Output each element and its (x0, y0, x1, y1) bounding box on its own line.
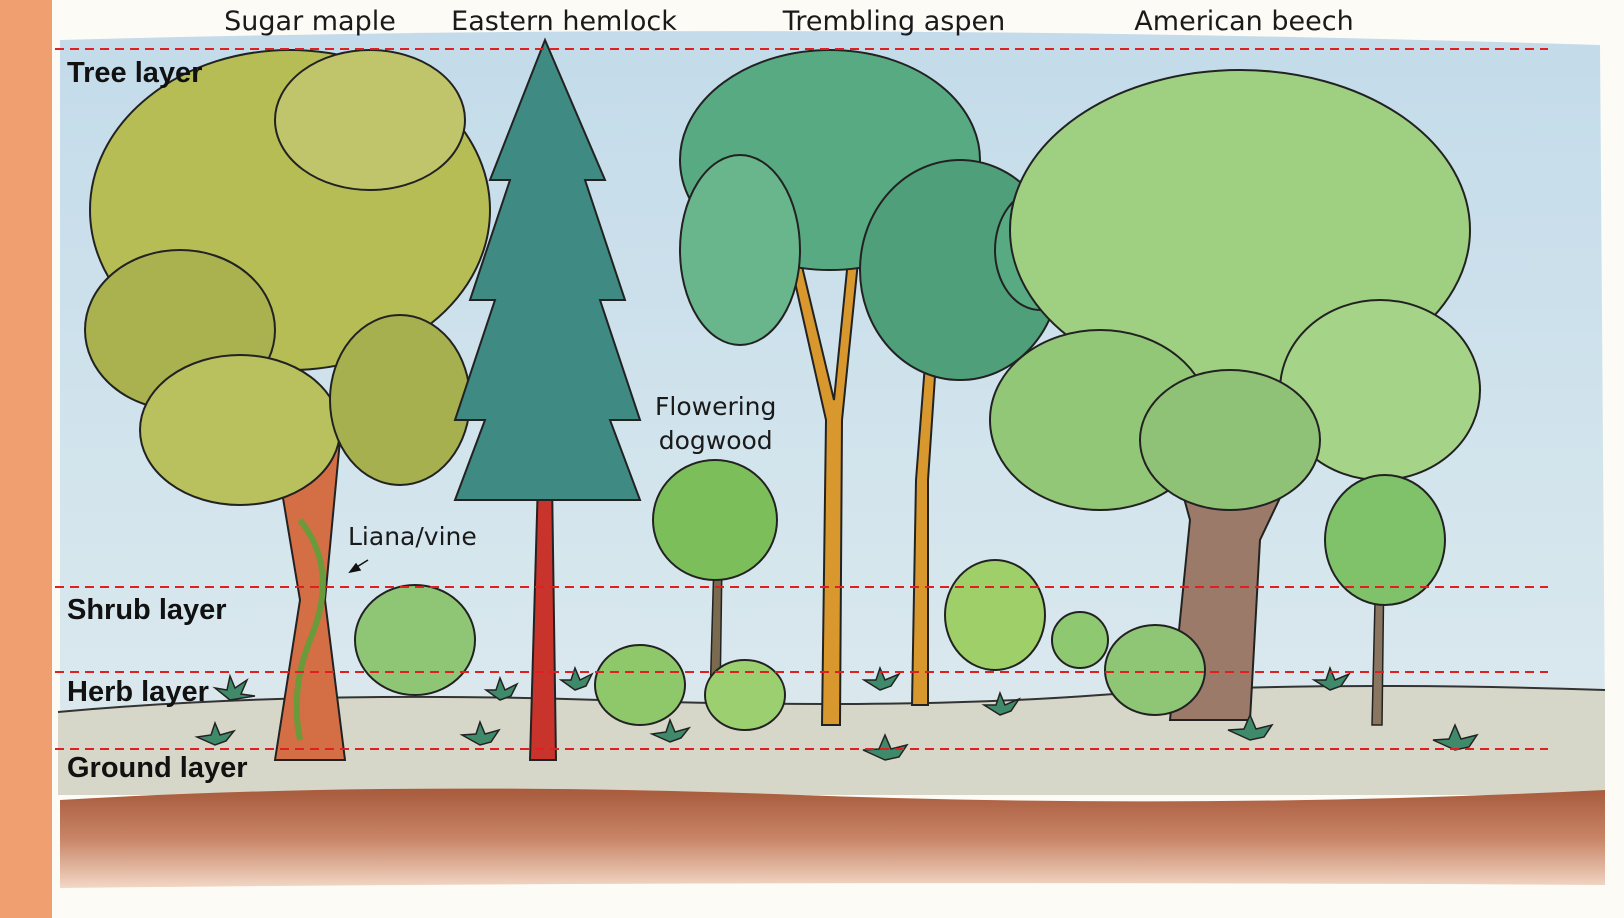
american-beech-crown (1140, 370, 1320, 510)
flowering-dogwood-crown (653, 460, 777, 580)
trembling-aspen-crown (680, 155, 800, 345)
shrub (595, 645, 685, 725)
shrub (1052, 612, 1108, 668)
sugar-maple-crown (275, 50, 465, 190)
tree-layer-label: Tree layer (67, 57, 202, 90)
sugar-maple-label: Sugar maple (224, 6, 396, 37)
shrub (1105, 625, 1205, 715)
flowering-dogwood-label-line2: dogwood (655, 424, 776, 458)
soil (60, 789, 1605, 888)
trembling-aspen-label: Trembling aspen (783, 6, 1005, 37)
sugar-maple-crown (330, 315, 470, 485)
shrub (945, 560, 1045, 670)
shrub-layer-label: Shrub layer (67, 594, 227, 627)
sugar-maple-crown (140, 355, 340, 505)
liana-vine-label: Liana/vine (348, 522, 477, 551)
eastern-hemlock-label: Eastern hemlock (451, 6, 677, 37)
flowering-dogwood-label-line1: Flowering (655, 390, 776, 424)
american-beech-label: American beech (1134, 6, 1353, 37)
ground-layer-label: Ground layer (67, 752, 248, 785)
herb-layer-label: Herb layer (67, 676, 209, 709)
shrub (705, 660, 785, 730)
flowering-dogwood-label: Flowering dogwood (655, 390, 776, 458)
shrub (355, 585, 475, 695)
sapling-crown (1325, 475, 1445, 605)
